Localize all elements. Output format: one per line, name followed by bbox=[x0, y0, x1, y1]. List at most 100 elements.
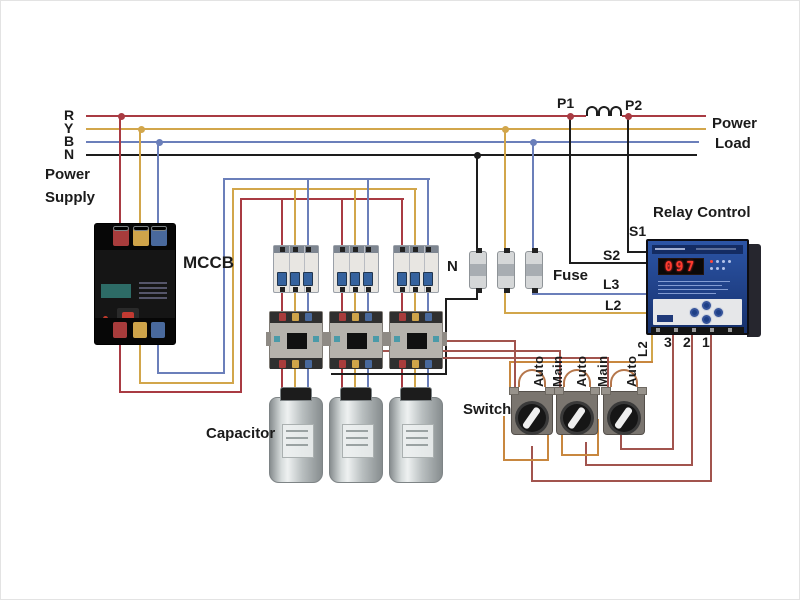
 bbox=[509, 387, 519, 395]
mccb-breaker bbox=[94, 223, 176, 345]
wire-segment bbox=[119, 391, 242, 393]
mcb-breaker-3 bbox=[393, 245, 439, 293]
wire-segment bbox=[427, 178, 429, 247]
wire-segment bbox=[86, 154, 697, 156]
mcb-breaker-1 bbox=[273, 245, 319, 293]
 bbox=[406, 430, 428, 432]
fuse-label: Fuse bbox=[553, 267, 589, 284]
relay-header bbox=[652, 245, 743, 254]
wire-segment bbox=[341, 293, 343, 313]
 bbox=[280, 247, 285, 252]
 bbox=[504, 248, 510, 253]
 bbox=[400, 287, 405, 292]
fuse-1 bbox=[469, 248, 487, 293]
wire-segment bbox=[585, 464, 693, 466]
fuse-2 bbox=[497, 248, 515, 293]
wire-segment bbox=[354, 293, 356, 313]
capacitor-sticker bbox=[342, 424, 374, 458]
mcb-toggle bbox=[337, 272, 347, 286]
contactor-core bbox=[407, 333, 427, 349]
contactor-terminal bbox=[279, 360, 286, 368]
 bbox=[386, 332, 391, 346]
relay-l3-label: L3 bbox=[603, 276, 620, 292]
wire-segment bbox=[331, 373, 447, 375]
 bbox=[504, 288, 510, 293]
junction-dot bbox=[138, 126, 145, 133]
wire-segment bbox=[547, 416, 549, 461]
 bbox=[400, 247, 405, 252]
wire-segment bbox=[223, 178, 225, 374]
wire-segment bbox=[531, 446, 533, 482]
wire-segment bbox=[240, 198, 404, 200]
wire-segment bbox=[157, 343, 159, 374]
 bbox=[293, 287, 298, 292]
relay-controller: 097 bbox=[646, 239, 749, 335]
capacitor-sticker bbox=[402, 424, 434, 458]
 bbox=[286, 430, 308, 432]
mcb-toggle bbox=[350, 272, 360, 286]
ct-p1-label: P1 bbox=[557, 95, 575, 111]
contactor-2 bbox=[326, 311, 387, 369]
switch-label: Switch bbox=[463, 401, 512, 418]
wire-segment bbox=[414, 369, 416, 391]
 bbox=[346, 444, 368, 446]
contactor-core bbox=[287, 333, 307, 349]
 bbox=[364, 246, 365, 292]
 bbox=[476, 288, 482, 293]
wire-segment bbox=[139, 128, 141, 226]
capacitor-sticker bbox=[282, 424, 314, 458]
wire-segment bbox=[281, 198, 283, 247]
contactor-terminal bbox=[425, 313, 432, 321]
wire-segment bbox=[401, 198, 403, 247]
 bbox=[313, 336, 319, 342]
ct-coil bbox=[586, 106, 598, 116]
 bbox=[322, 332, 327, 346]
wire-segment bbox=[294, 293, 296, 313]
 bbox=[637, 387, 647, 395]
wire-segment bbox=[559, 350, 561, 391]
capacitor-label: Capacitor bbox=[206, 425, 276, 442]
 bbox=[326, 332, 331, 346]
relay-brand-logo bbox=[657, 315, 673, 322]
contactor-terminal bbox=[365, 360, 372, 368]
wire-segment bbox=[86, 115, 586, 117]
wire-segment bbox=[139, 382, 234, 384]
 bbox=[406, 444, 428, 446]
wire-segment bbox=[607, 357, 609, 391]
contactor-terminal bbox=[412, 360, 419, 368]
mcb-toggle bbox=[290, 272, 300, 286]
wire-segment bbox=[232, 188, 234, 384]
junction-dot bbox=[530, 139, 537, 146]
contactor-terminal bbox=[292, 313, 299, 321]
 bbox=[304, 246, 305, 292]
 bbox=[366, 287, 371, 292]
contactor-terminal bbox=[339, 360, 346, 368]
relay-button-panel bbox=[653, 299, 742, 325]
wire-segment bbox=[157, 141, 159, 227]
contactor-terminal bbox=[305, 360, 312, 368]
wire-segment bbox=[620, 431, 622, 450]
 bbox=[526, 264, 542, 276]
contactor-terminal bbox=[292, 360, 299, 368]
relay-l2-label: L2 bbox=[605, 297, 622, 313]
wire-segment bbox=[569, 262, 647, 264]
wire-segment bbox=[414, 293, 416, 313]
wire-segment bbox=[532, 141, 534, 253]
 bbox=[426, 247, 431, 252]
relay-up-button bbox=[701, 300, 712, 311]
wire-segment bbox=[532, 293, 647, 295]
wire-segment bbox=[561, 454, 599, 456]
wire-segment bbox=[531, 480, 712, 482]
mccb-terminal-y bbox=[133, 228, 149, 246]
mccb-trip-button bbox=[122, 312, 134, 322]
wire-segment bbox=[367, 369, 369, 391]
relay-display: 097 bbox=[658, 258, 704, 275]
contactor-terminal bbox=[279, 313, 286, 321]
wire-segment bbox=[514, 340, 516, 391]
 bbox=[353, 287, 358, 292]
 bbox=[306, 287, 311, 292]
wire-segment bbox=[509, 361, 511, 395]
wire-segment bbox=[504, 128, 506, 253]
mcb-toggle bbox=[303, 272, 313, 286]
